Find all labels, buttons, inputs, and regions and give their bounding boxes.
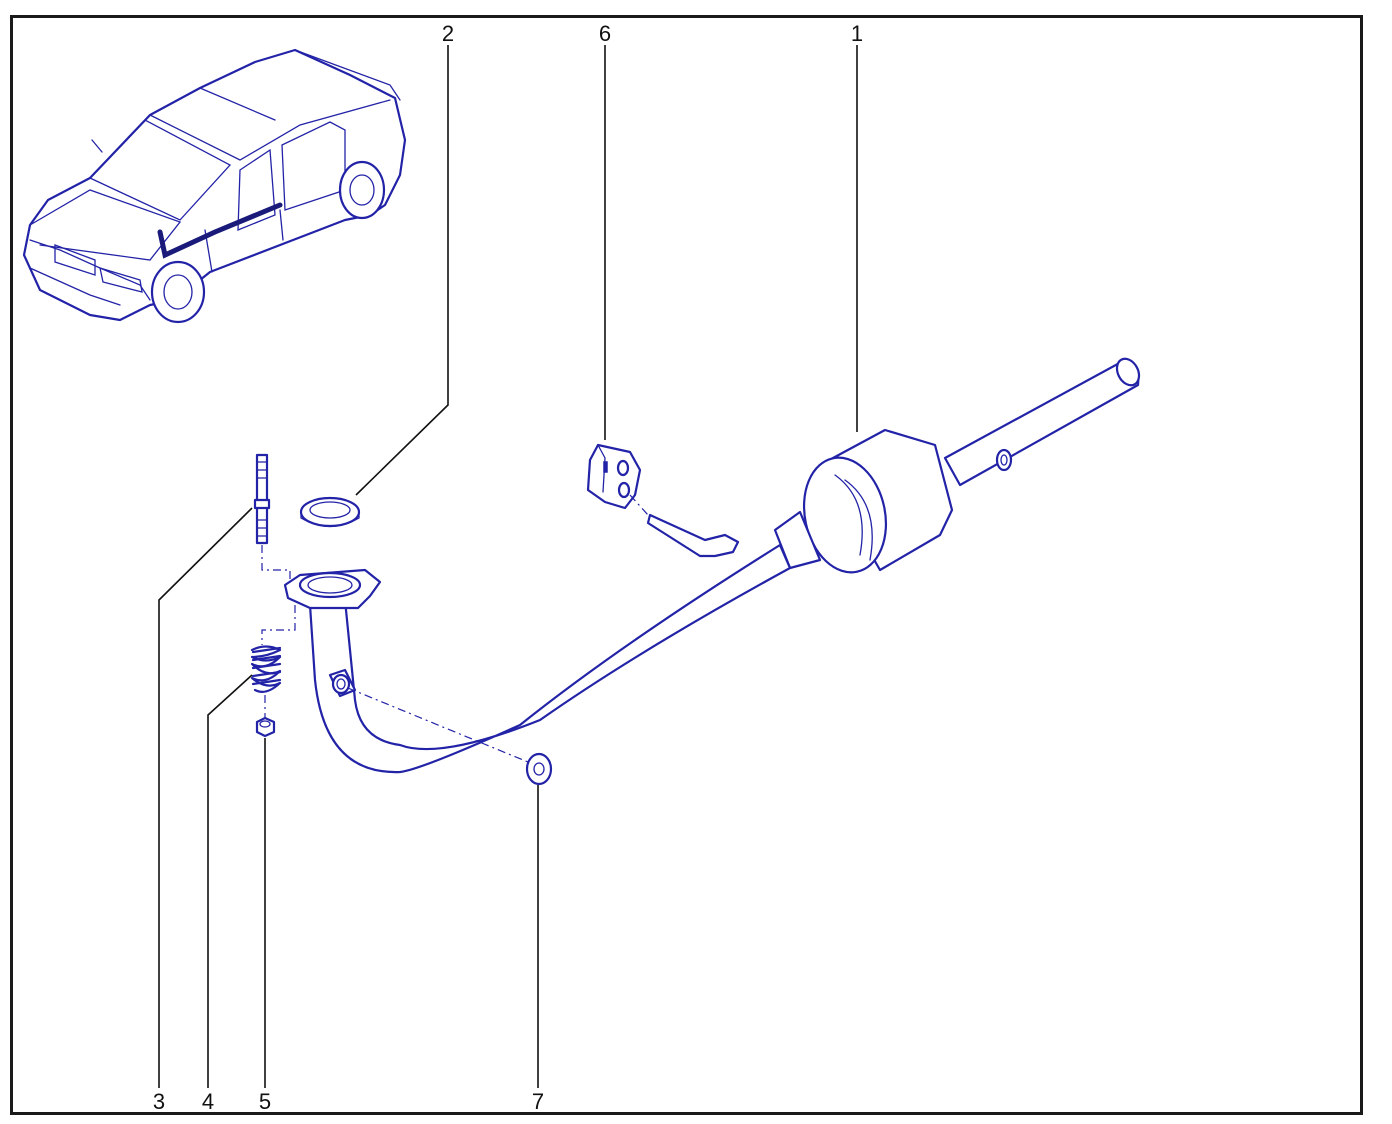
- assembly-axis-lines: [261, 494, 649, 763]
- catalytic-converter-assembly: [283, 357, 1141, 774]
- seal-ring: [299, 496, 361, 528]
- stud: [253, 453, 271, 545]
- leader-lines: [158, 45, 858, 1088]
- callout-2: 2: [441, 21, 455, 46]
- nut: [255, 716, 276, 738]
- callout-7: 7: [531, 1089, 545, 1114]
- callout-5: 5: [258, 1089, 272, 1114]
- washer: [525, 752, 553, 786]
- callout-4: 4: [201, 1089, 215, 1114]
- callout-3: 3: [152, 1089, 166, 1114]
- rubber-mount: [586, 443, 642, 510]
- callout-1: 1: [850, 21, 864, 46]
- callout-6: 6: [598, 21, 612, 46]
- car-illustration: [22, 48, 407, 324]
- spring: [250, 645, 282, 693]
